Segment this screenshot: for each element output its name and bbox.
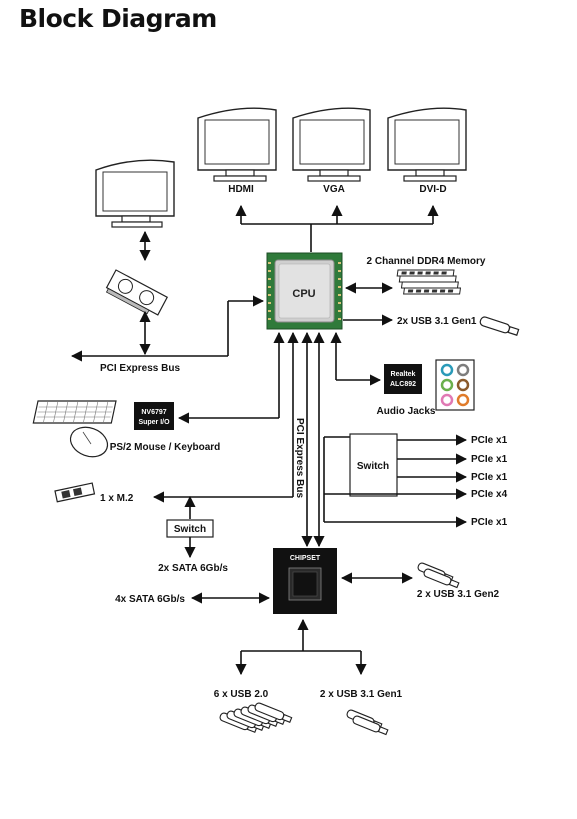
pcie-switch-links — [323, 436, 350, 522]
superio-label-line2: Super I/O — [138, 419, 170, 426]
m2-link — [152, 331, 299, 503]
sata-2x-label: 2x SATA 6Gb/s — [158, 563, 228, 574]
monitor-dvid-icon — [387, 107, 467, 182]
switch-sata-label: Switch — [174, 524, 206, 535]
chipset-label: CHIPSET — [290, 555, 321, 562]
realtek-chip — [384, 364, 422, 394]
pcie-x1-label-3: PCIe x1 — [471, 472, 508, 483]
usb20-label: 6 x USB 2.0 — [214, 689, 269, 700]
display-output-wires — [235, 204, 439, 252]
cpu-chip — [266, 252, 343, 330]
pci-express-bus-vertical-label: PCI Express Bus — [294, 418, 305, 498]
monitor-hdmi-icon — [197, 107, 277, 182]
hdmi-label: HDMI — [228, 184, 254, 195]
superio-link — [177, 331, 285, 424]
ps2-label: PS/2 Mouse / Keyboard — [110, 442, 221, 453]
memory-modules-icon — [396, 269, 462, 295]
pci-express-bus-wire — [70, 295, 265, 362]
graphics-card-icon — [105, 269, 169, 316]
realtek-label-line1: Realtek — [391, 371, 416, 378]
mouse-icon — [69, 426, 109, 458]
dvid-label: DVI-D — [419, 184, 446, 195]
audio-jacks-label: Audio Jacks — [377, 406, 436, 417]
cpu-label: CPU — [292, 288, 315, 300]
memory-label: 2 Channel DDR4 Memory — [367, 256, 486, 267]
usb31-gen1-cpu-label: 2x USB 3.1 Gen1 — [397, 316, 477, 327]
usb-gen2-sticks-icon — [417, 562, 460, 589]
pcie-x1-label-5: PCIe x1 — [471, 517, 508, 528]
usb20-sticks-icon — [219, 702, 293, 733]
sata-4x-label: 4x SATA 6Gb/s — [115, 594, 185, 605]
chipset-chip — [273, 548, 337, 614]
monitor-discrete-gpu-icon — [95, 159, 175, 228]
monitor-vga-icon — [292, 107, 371, 182]
cpu-chipset-links — [301, 331, 325, 548]
pcie-x1-label-1: PCIe x1 — [471, 435, 508, 446]
m2-ssd-icon — [54, 482, 96, 503]
page-title: Block Diagram — [19, 4, 217, 33]
usb-stick-icon — [479, 316, 520, 336]
super-io-chip — [134, 402, 174, 430]
pcie-x4-label: PCIe x4 — [471, 489, 508, 500]
pci-express-bus-label: PCI Express Bus — [100, 363, 180, 374]
switch-pcie-box — [349, 433, 398, 497]
superio-label-line1: NV6797 — [141, 409, 166, 416]
vga-label: VGA — [323, 184, 345, 195]
switch-pcie-label: Switch — [357, 461, 389, 472]
usb31-gen1-chipset-label: 2 x USB 3.1 Gen1 — [320, 689, 403, 700]
audio-jacks-icon — [435, 359, 475, 411]
m2-label: 1 x M.2 — [100, 493, 134, 504]
pcie-output-wires — [324, 434, 468, 528]
usb31-gen2-label: 2 x USB 3.1 Gen2 — [417, 589, 500, 600]
usb31-gen1-sticks-icon — [346, 709, 389, 736]
realtek-label-line2: ALC892 — [390, 381, 416, 388]
keyboard-icon — [32, 400, 117, 424]
bottom-usb-wires — [235, 618, 367, 676]
pcie-x1-label-2: PCIe x1 — [471, 454, 508, 465]
